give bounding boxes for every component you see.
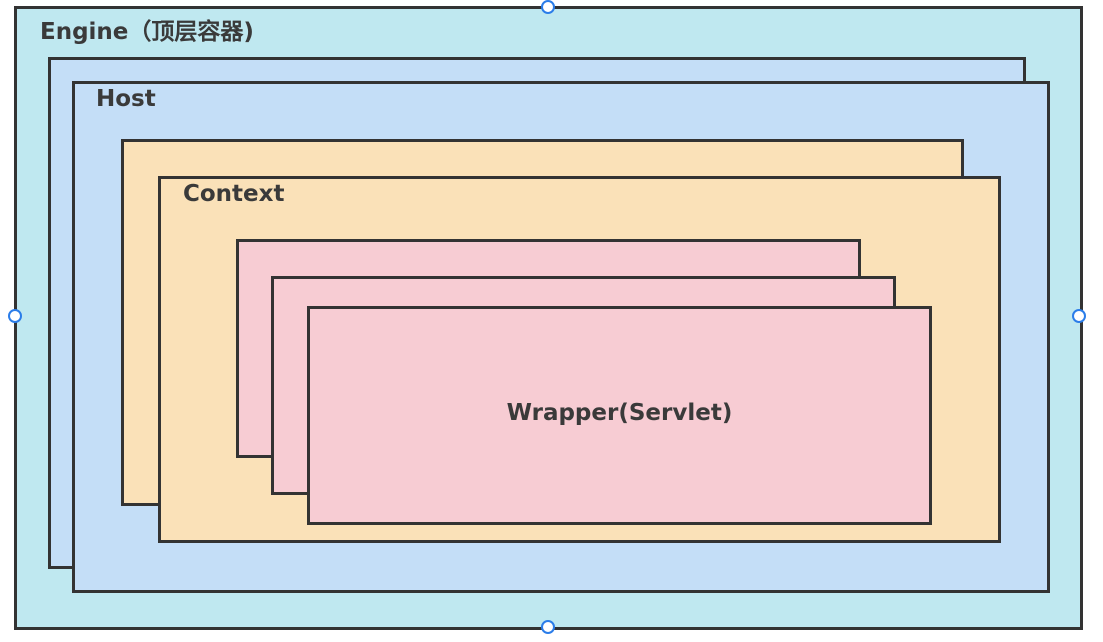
selection-handle-top[interactable] xyxy=(541,0,555,14)
wrapper-container[interactable] xyxy=(307,306,932,525)
selection-handle-right[interactable] xyxy=(1072,309,1086,323)
selection-handle-bottom[interactable] xyxy=(541,620,555,634)
selection-handle-left[interactable] xyxy=(8,309,22,323)
wrapper-label: Wrapper(Servlet) xyxy=(506,400,733,426)
context-label: Context xyxy=(183,181,285,207)
host-label: Host xyxy=(96,86,156,112)
engine-label: Engine（顶层容器) xyxy=(40,19,254,45)
